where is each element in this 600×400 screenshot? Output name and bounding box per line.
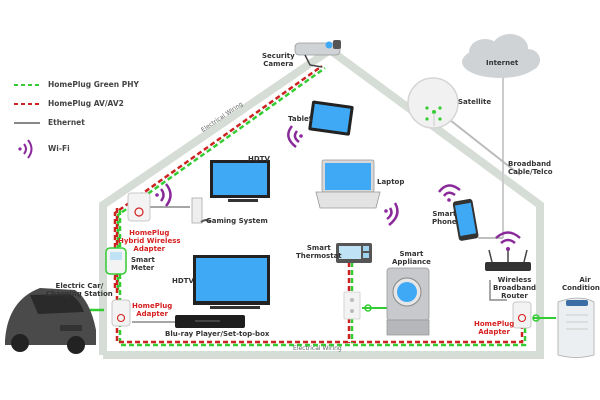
gaming-system-icon [191,197,212,224]
hdtv-lower-label: HDTV [172,277,194,285]
hdtv-upper-icon [210,160,270,202]
appliance-plug [364,304,372,312]
laptop-label: Laptop [377,178,405,186]
smart-appliance-label: Smart Appliance [392,250,431,266]
smart-meter-icon [105,247,127,275]
hybrid-adapter-icon [127,192,151,222]
satellite-dish [407,77,459,129]
internet-label: Internet [486,59,519,67]
wall-outlet-icon [343,291,361,320]
air-conditioner-icon [557,297,595,358]
homeplug-adapter-left-label: HomePlug Adapter [132,302,173,318]
smart-phone-label: Smart Phone [432,210,457,226]
legend-green-phy: HomePlug Green PHY [48,80,139,89]
wifi-icon-router [495,231,521,251]
floor-wiring-label: Electrical Wiring [293,345,342,352]
smart-meter-label: Smart Meter [131,256,155,272]
legend-av: HomePlug AV/AV2 [48,99,124,108]
router-icon [485,248,531,271]
hdtv-lower-icon [193,255,270,309]
tablet-icon [308,100,354,136]
wifi-icon-phone [438,184,461,202]
smart-phone-icon [452,198,479,241]
left-powerline [115,208,527,347]
hdtv-upper-label: HDTV [248,155,270,163]
legend-ethernet: Ethernet [48,118,85,127]
wifi-icon-legend [18,139,33,159]
satellite-label: Satellite [458,98,492,106]
wifi-icon-hybrid [155,183,172,207]
internet-cloud [462,34,540,78]
laptop-icon [315,159,381,209]
bluray-label: Blu-ray Player/Set-top-box [165,330,270,338]
smart-thermostat-icon [336,243,372,263]
satellite-line [449,119,521,176]
hybrid-adapter-label: HomePlug Hybrid Wireless Adapter [118,229,181,253]
smart-appliance-icon [386,267,430,336]
electric-car-label: Electric Car/ Charging Station [46,282,113,298]
ethernet-router [489,280,507,301]
smart-thermostat-label: Smart Thermostat [296,244,342,260]
air-conditioner-label: Air Conditioner [562,276,600,292]
bluray-player-icon [175,315,245,328]
tablet-label: Tablet [288,115,313,123]
gaming-system-label: Gaming System [206,217,268,225]
homeplug-adapter-right-label: HomePlug Adapter [474,320,515,336]
legend-wifi: Wi-Fi [48,144,70,153]
security-camera-label: Security Camera [262,52,295,68]
security-camera-icon [294,40,341,68]
homeplug-adapter-left-icon [111,299,131,327]
wifi-icon-laptop [384,202,399,226]
router-label: Wireless Broadband Router [493,276,537,300]
broadband-label: Broadband Cable/Telco [508,160,553,176]
ac-plug [532,314,540,322]
homeplug-adapter-right-icon [512,301,532,329]
wifi-icon-tablet [287,125,303,148]
electric-car-icon [5,288,96,354]
